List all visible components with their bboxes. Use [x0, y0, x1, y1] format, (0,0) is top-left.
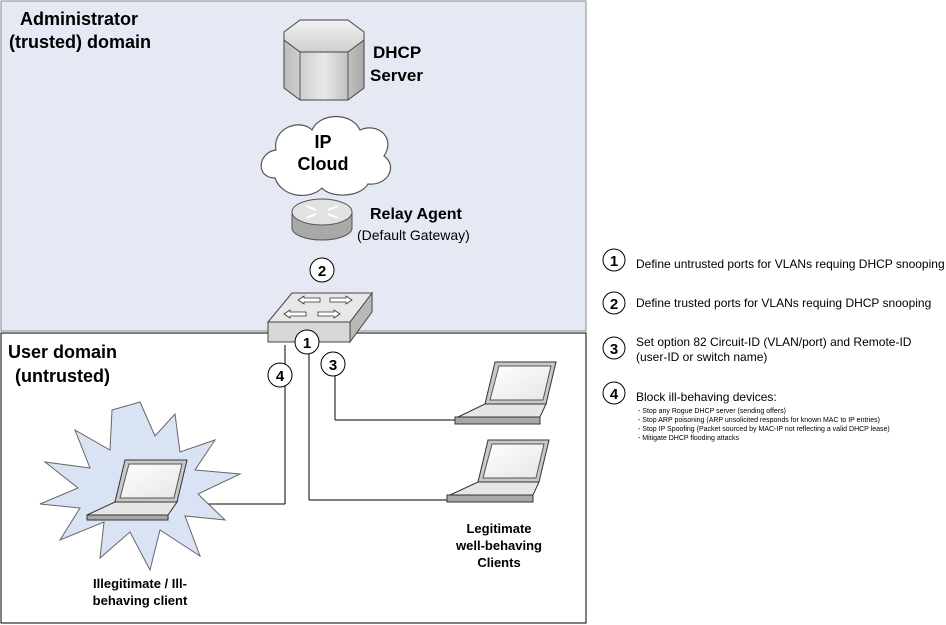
svg-text:3: 3: [610, 341, 618, 358]
laptop-icon-legit-client-top: [454, 361, 557, 425]
laptop-icon-bad-client: [86, 459, 188, 521]
svg-text:3: 3: [329, 357, 337, 374]
legend-item-4-text: Block ill-behaving devices:: [636, 390, 777, 404]
legend-item-4-detail-1: - Stop any Rogue DHCP server (sending of…: [638, 408, 786, 415]
legend-item-1: 1 Define untrusted ports for VLANs requi…: [602, 248, 945, 272]
bad-client-label-1: Illegitimate / Ill-: [93, 576, 187, 591]
dhcp-server-icon: [283, 19, 365, 101]
relay-agent-title: Relay Agent: [370, 206, 463, 223]
switch-icon: [266, 291, 374, 344]
marker-4: 4: [267, 362, 293, 388]
legend-item-3-text-1: Set option 82 Circuit-ID (VLAN/port) and…: [636, 335, 912, 349]
user-domain-label-2: (untrusted): [15, 366, 110, 386]
relay-agent-subtitle: (Default Gateway): [357, 227, 470, 243]
ip-cloud-label-1: IP: [314, 132, 331, 152]
dhcp-server-label-1: DHCP: [373, 43, 421, 62]
svg-text:4: 4: [610, 386, 619, 403]
legend-item-4-detail-4: - Mitigate DHCP flooding attacks: [638, 435, 740, 442]
bad-client-label-2: behaving client: [93, 593, 188, 608]
svg-text:4: 4: [276, 368, 285, 385]
admin-domain-label-2: (trusted) domain: [9, 32, 151, 52]
legit-clients-label-2: well-behaving: [455, 538, 542, 553]
laptop-icon-legit-client-bottom: [446, 439, 550, 503]
ip-cloud-shape: [260, 116, 391, 196]
svg-text:2: 2: [610, 296, 618, 313]
legend-item-4-detail-2: - Stop ARP poisoning (ARP unsolicited re…: [638, 417, 880, 424]
marker-2: 2: [309, 257, 335, 283]
admin-domain-label-1: Administrator: [20, 9, 138, 29]
legit-clients-label-3: Clients: [477, 555, 520, 570]
svg-text:2: 2: [318, 263, 326, 280]
legend-item-4: 4 Block ill-behaving devices: - Stop any…: [602, 381, 890, 442]
legend-item-4-detail-3: - Stop IP Spoofing (Packet sourced by MA…: [638, 426, 890, 433]
marker-3: 3: [320, 351, 346, 377]
legend-item-2-text: Define trusted ports for VLANs requing D…: [636, 296, 931, 310]
svg-text:1: 1: [303, 335, 311, 352]
user-domain-label-1: User domain: [8, 342, 117, 362]
router-icon: [291, 198, 353, 241]
legend-item-1-text: Define untrusted ports for VLANs requing…: [636, 257, 945, 271]
marker-1: 1: [294, 329, 320, 355]
legend-item-2: 2 Define trusted ports for VLANs requing…: [602, 291, 931, 315]
legend-item-3-text-2: (user-ID or switch name): [636, 350, 767, 364]
ip-cloud-label-2: Cloud: [298, 154, 349, 174]
legend-item-3: 3 Set option 82 Circuit-ID (VLAN/port) a…: [602, 335, 912, 364]
legit-clients-label-1: Legitimate: [466, 521, 531, 536]
legend: 1 Define untrusted ports for VLANs requi…: [602, 248, 945, 442]
svg-text:1: 1: [610, 253, 618, 270]
dhcp-server-label-2: Server: [370, 66, 423, 85]
